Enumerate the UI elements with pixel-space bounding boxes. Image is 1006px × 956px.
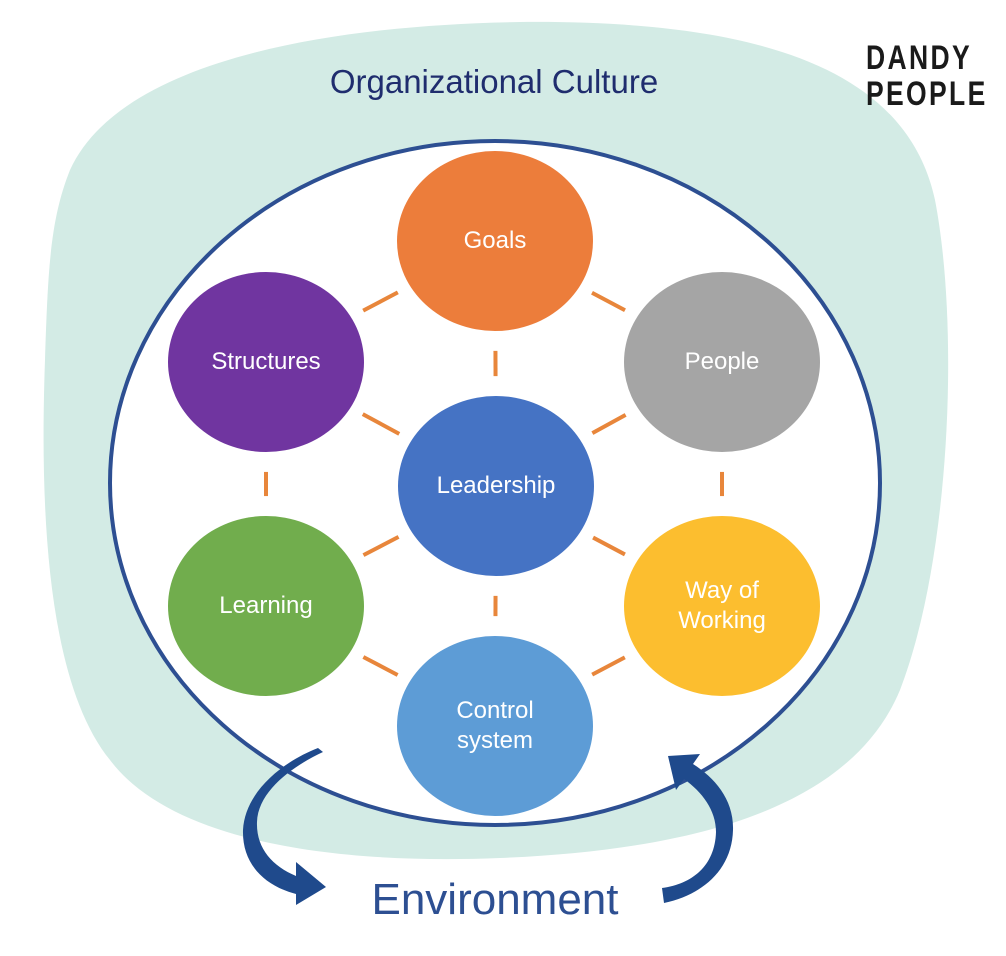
node-leadership	[398, 396, 594, 576]
node-goals	[397, 151, 593, 331]
connector-leadership-learning	[362, 535, 400, 557]
node-people	[624, 272, 820, 452]
environment-label: Environment	[371, 875, 619, 924]
nodes	[168, 151, 820, 816]
connector-goals-people	[591, 290, 626, 313]
node-control-system	[397, 636, 593, 816]
connector-leadership-people	[591, 413, 627, 435]
right-cycle-arrow	[662, 754, 734, 903]
connector-structures-goals	[362, 290, 399, 313]
connector-leadership-structures	[361, 412, 401, 436]
logo-line-2: PEOPLE	[866, 75, 988, 113]
culture-title: Organizational Culture	[329, 63, 659, 100]
logo-line-1: DANDY	[866, 39, 973, 77]
connector-way-of-working-control-system	[591, 655, 626, 677]
left-cycle-arrow	[242, 748, 326, 905]
connector-leadership-way-of-working	[592, 535, 626, 557]
connectors	[264, 290, 724, 677]
node-way-of-working	[624, 516, 820, 696]
node-learning	[168, 516, 364, 696]
connector-control-system-learning	[362, 655, 399, 677]
node-structures	[168, 272, 364, 452]
dandy-people-logo: DANDY PEOPLE	[866, 39, 988, 113]
